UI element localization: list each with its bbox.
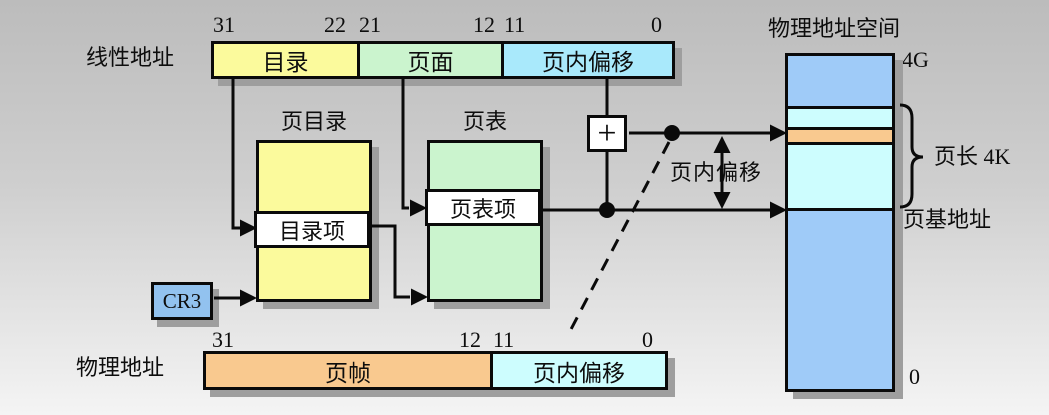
- linear-field-directory: 目录: [214, 44, 357, 76]
- bit-label-31-top: 31: [213, 12, 235, 37]
- linear-address-label: 线性地址: [86, 45, 175, 70]
- bit-label-0-top: 0: [651, 12, 662, 37]
- line-directory-field-to-entry: [231, 79, 240, 230]
- dashed-line-to-physical-frame: [566, 141, 671, 336]
- junction-dot-base-line: [599, 202, 615, 218]
- offset-span-label: 页内偏移: [670, 160, 763, 185]
- arrowhead-cr3-into-directory: [240, 289, 257, 307]
- page-table-title: 页表: [462, 109, 507, 134]
- linear-field-offset: 页内偏移: [501, 44, 672, 76]
- physical-field-offset: 页内偏移: [490, 354, 665, 387]
- page-length-label: 页长 4K: [934, 144, 1011, 169]
- physical-memory-column: [785, 53, 895, 392]
- arrowhead-into-page-table: [411, 288, 428, 306]
- memory-bottom-address-label: 0: [909, 364, 920, 389]
- bit-label-22-top: 22: [324, 12, 346, 37]
- linear-field-page: 页面: [357, 44, 501, 76]
- bit-label-31-bottom: 31: [212, 327, 234, 352]
- linear-address-bar: 目录 页面 页内偏移: [211, 41, 675, 79]
- memory-region-frame-strip: [788, 127, 892, 142]
- adder-box: +: [587, 115, 627, 152]
- bit-label-12-bottom: 12: [459, 327, 481, 352]
- bit-label-11-top: 11: [504, 12, 526, 37]
- physical-address-bar: 页帧 页内偏移: [203, 351, 668, 390]
- bit-label-11-bottom: 11: [493, 327, 515, 352]
- arrowhead-offset-span-up: [713, 136, 731, 153]
- table-entry-shadow: [541, 197, 550, 230]
- arrowhead-offset-span-down: [713, 192, 731, 209]
- bit-label-0-bottom: 0: [642, 327, 653, 352]
- line-page-field-to-entry: [401, 79, 409, 210]
- memory-region-page-upper: [788, 106, 892, 127]
- physical-address-label: 物理地址: [76, 355, 165, 380]
- cr3-label: CR3: [154, 285, 210, 317]
- table-entry-box: 页表项: [425, 189, 541, 226]
- bit-label-12-top: 12: [473, 12, 495, 37]
- physical-field-frame: 页帧: [206, 354, 490, 387]
- memory-region-top: [788, 56, 892, 106]
- memory-top-address-label: 4G: [902, 47, 929, 72]
- directory-entry-box: 目录项: [254, 211, 370, 248]
- memory-region-page-lower: [788, 142, 892, 208]
- page-base-address-label: 页基地址: [903, 207, 992, 232]
- memory-region-bottom: [788, 208, 892, 389]
- cr3-register-box: CR3: [151, 282, 213, 320]
- junction-dot-adder-output: [664, 125, 680, 141]
- page-directory-title: 页目录: [280, 109, 347, 134]
- bit-label-21-top: 21: [359, 12, 381, 37]
- page-length-brace: [899, 103, 924, 209]
- physical-space-title: 物理地址空间: [768, 16, 901, 41]
